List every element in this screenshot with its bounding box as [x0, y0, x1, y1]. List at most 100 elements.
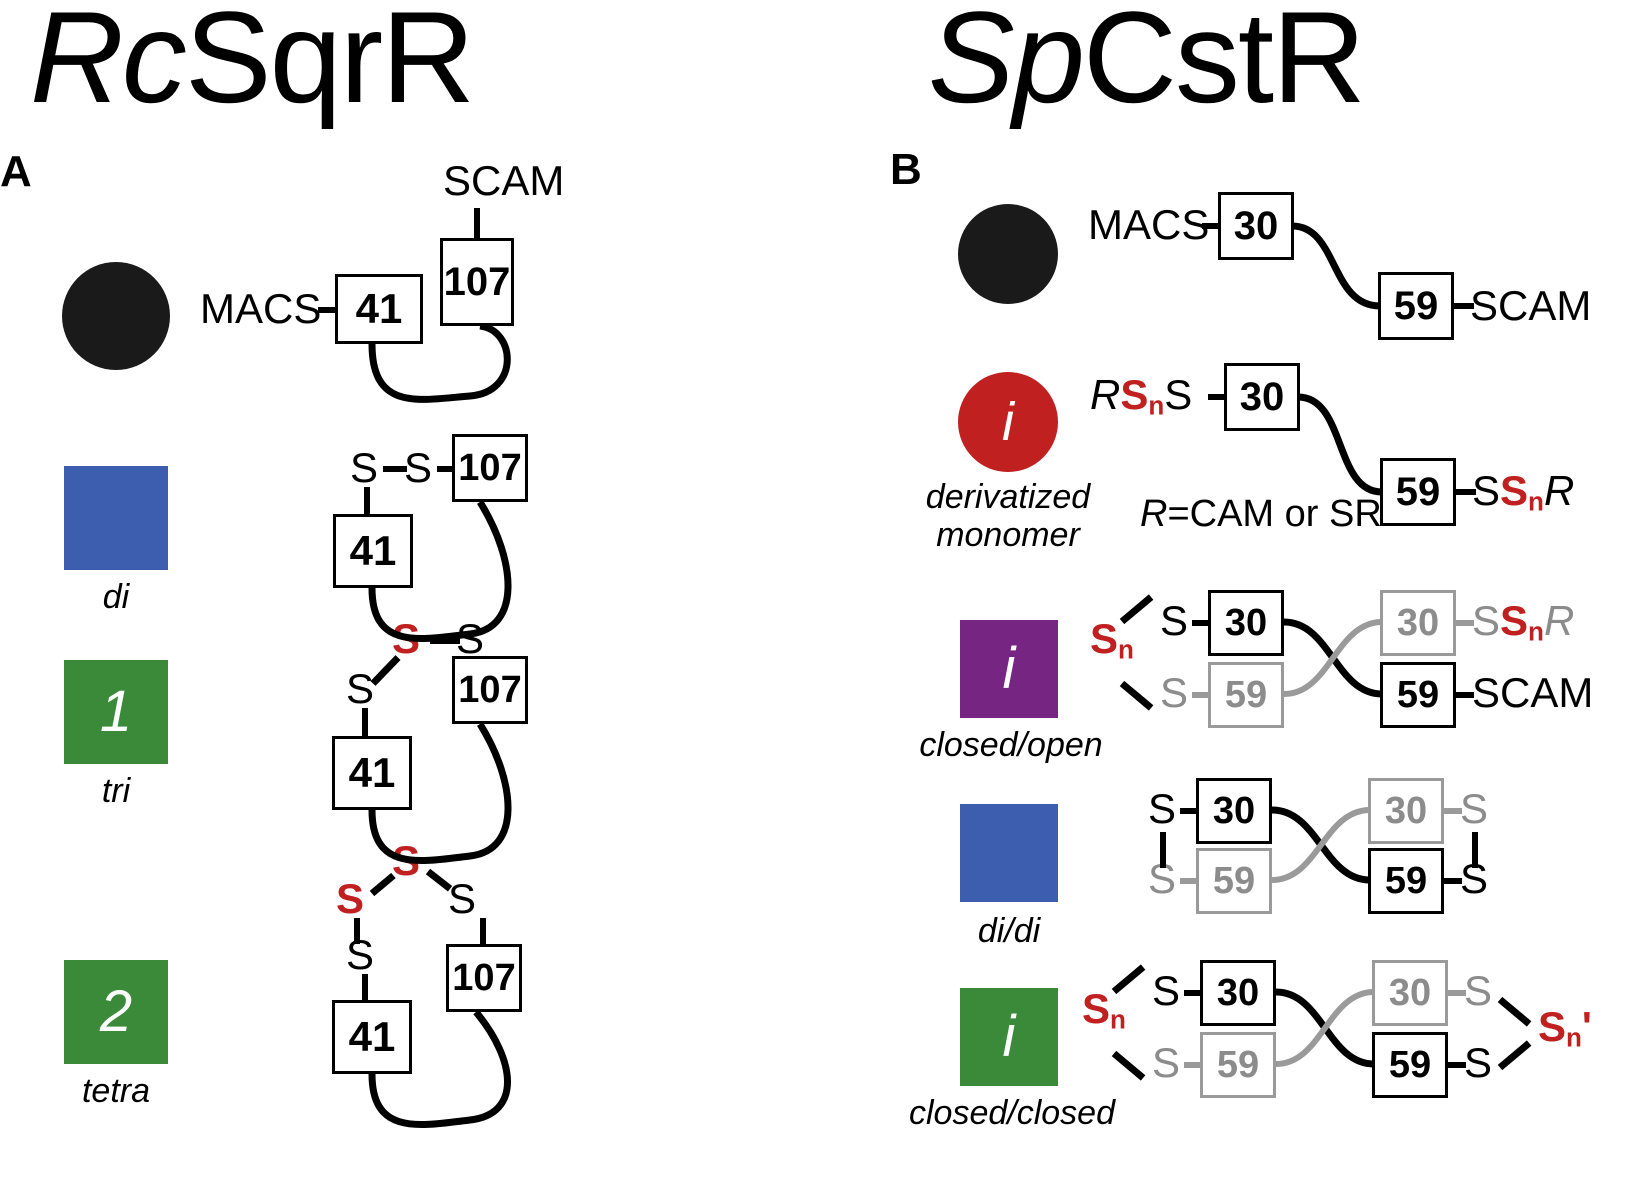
sulfur-4-a4: S [448, 875, 477, 922]
crossing-connectors-b3 [1283, 618, 1383, 698]
bond-macs-30-b1 [1202, 223, 1222, 229]
panel-b-title: SpCstR [928, 0, 1366, 122]
bond-s-30tl-b3 [1192, 620, 1212, 626]
panel-b-title-genus: Sp [928, 0, 1085, 130]
bond-sred1-s-a4 [354, 918, 360, 944]
bond-ss-right-b4 [1472, 832, 1478, 868]
marker-glyph-b3: i [1002, 636, 1016, 701]
legend-label-di-di-b4: di/di [977, 912, 1041, 950]
residue-box-30-top-left-b4: 30 [1196, 778, 1272, 844]
bond-30tr-ssnr-b3 [1454, 620, 1474, 626]
residue-box-41-a3: 41 [332, 736, 412, 810]
panel-a-letter: A [0, 147, 32, 196]
bond-rsns-30-b2 [1208, 394, 1228, 400]
crossing-connectors-b4 [1271, 806, 1371, 884]
legend-label-closed-closed-b5: closed/closed [908, 1094, 1115, 1132]
bond-s-107-a2 [437, 466, 457, 472]
bond-s-59bl-b3 [1192, 692, 1212, 698]
legend-label-closed-open-b3: closed/open [919, 726, 1103, 764]
residue-box-59-bottom-right-b3: 59 [1380, 662, 1456, 728]
residue-box-59-bottom-left-b5: 59 [1200, 1032, 1276, 1098]
bond-59-scam-b1 [1452, 303, 1474, 309]
residue-box-107-a3: 107 [452, 656, 528, 724]
residue-box-59-bottom-right-b4: 59 [1368, 848, 1444, 914]
bond-59br-scam-b3 [1454, 692, 1474, 698]
bond-s-30tl-b5 [1184, 990, 1204, 996]
sulfur-2-a3: S [346, 665, 375, 712]
panel-b-letter: B [890, 145, 922, 194]
residue-box-59-bottom-left-b3: 59 [1208, 662, 1284, 728]
panel-a: RcSqrR A MACS 41 SCAM 107 di S S 41 107 … [0, 0, 565, 1128]
sulfur-top-left-b4: S [1148, 785, 1177, 832]
backbone-loop-a1 [368, 322, 511, 403]
backbone-loop-a4 [368, 1009, 511, 1128]
legend-label-derivatized-monomer-b2: derivatized monomer [898, 478, 1118, 554]
bond-s-59bl-b5 [1184, 1062, 1204, 1068]
legend-label-line2-b2: monomer [936, 516, 1080, 555]
residue-box-30-top-right-b5: 30 [1372, 960, 1448, 1026]
marker-glyph-b5: i [1002, 1004, 1016, 1069]
marker-black-circle-b1 [958, 204, 1058, 304]
ssnr-label-b3: SSnR [1472, 597, 1575, 647]
backbone-loop-a2 [368, 500, 512, 642]
residue-box-30-top-right-b3: 30 [1380, 590, 1456, 656]
bond-30tr-s-b5 [1446, 990, 1466, 996]
scam-label-b1: SCAM [1470, 282, 1592, 329]
bond-s-30tl-b4 [1180, 808, 1200, 814]
marker-glyph-b2: i [1002, 392, 1014, 452]
marker-black-circle-a1 [62, 262, 170, 370]
bond-s-s-a2 [383, 466, 407, 472]
rsns-label-b2: RSnS [1090, 371, 1193, 421]
sn-prime-bridge-right-b5: Sn' [1538, 1003, 1592, 1053]
marker-glyph-a3: 1 [99, 679, 133, 744]
backbone-loop-a3 [368, 722, 512, 864]
sulfur-red-1-a4: S [336, 875, 365, 922]
residue-box-30-top-right-b4: 30 [1368, 778, 1444, 844]
residue-box-59-bottom-left-b4: 59 [1196, 848, 1272, 914]
bond-s-107-a4 [480, 918, 486, 946]
panel-a-title-species: SqrR [184, 0, 475, 130]
marker-blue-square-b4 [960, 804, 1058, 902]
marker-green-square-a4: 2 [64, 960, 168, 1064]
bond-scam-107-a1 [474, 208, 480, 240]
sulfur-top-left-b5: S [1152, 967, 1181, 1014]
residue-box-41-a4: 41 [332, 1000, 412, 1074]
bond-sred-s-a3 [430, 638, 460, 644]
sulfur-1-a2: S [350, 444, 379, 491]
marker-glyph-a4: 2 [99, 979, 133, 1044]
residue-box-30-top-left-b5: 30 [1200, 960, 1276, 1026]
bond-41-s-a3 [362, 708, 368, 740]
bond-59br-s-b4 [1442, 878, 1462, 884]
legend-label-line1-b2: derivatized [925, 478, 1091, 516]
sn-bridge-left-b5: Sn [1082, 985, 1126, 1035]
bond-41-s-a4 [362, 974, 368, 1004]
sulfur-top-left-b3: S [1160, 597, 1189, 644]
backbone-connector-b2 [1297, 393, 1383, 496]
legend-label-tri-a3: tri [101, 772, 131, 810]
sulfur-top-right-b4: S [1460, 785, 1489, 832]
legend-label-di-a2: di [102, 578, 130, 616]
residue-box-59-b2: 59 [1380, 458, 1456, 526]
sulfur-2-a2: S [404, 444, 433, 491]
sulfur-top-right-b5: S [1464, 967, 1493, 1014]
residue-box-107-a1: 107 [440, 238, 514, 326]
residue-box-107-a4: 107 [446, 944, 522, 1012]
sulfur-bottom-right-b5: S [1464, 1039, 1493, 1086]
crossing-connectors-b5 [1275, 988, 1375, 1068]
panel-b-title-species: CstR [1083, 0, 1366, 130]
backbone-connector-b1 [1291, 222, 1381, 310]
sulfur-bottom-left-b5: S [1152, 1039, 1181, 1086]
legend-label-tetra-a4: tetra [81, 1072, 151, 1110]
r-definition-note-b2: R=CAM or SR [1140, 493, 1382, 535]
sn-bridge-b3: Sn [1090, 615, 1134, 665]
ssnr-label-b2: SSnR [1472, 467, 1575, 517]
scam-label-a1: SCAM [443, 157, 565, 204]
panel-a-title: RcSqrR [30, 0, 475, 122]
marker-blue-square-a2 [64, 466, 168, 570]
residue-box-59-bottom-right-b5: 59 [1372, 1032, 1448, 1098]
marker-purple-square-b3: i [960, 620, 1058, 718]
bond-59-ssnr-b2 [1454, 489, 1476, 495]
panel-a-title-genus: Rc [30, 0, 187, 130]
marker-red-circle-b2: i [958, 372, 1058, 472]
bond-s-59bl-b4 [1180, 878, 1200, 884]
